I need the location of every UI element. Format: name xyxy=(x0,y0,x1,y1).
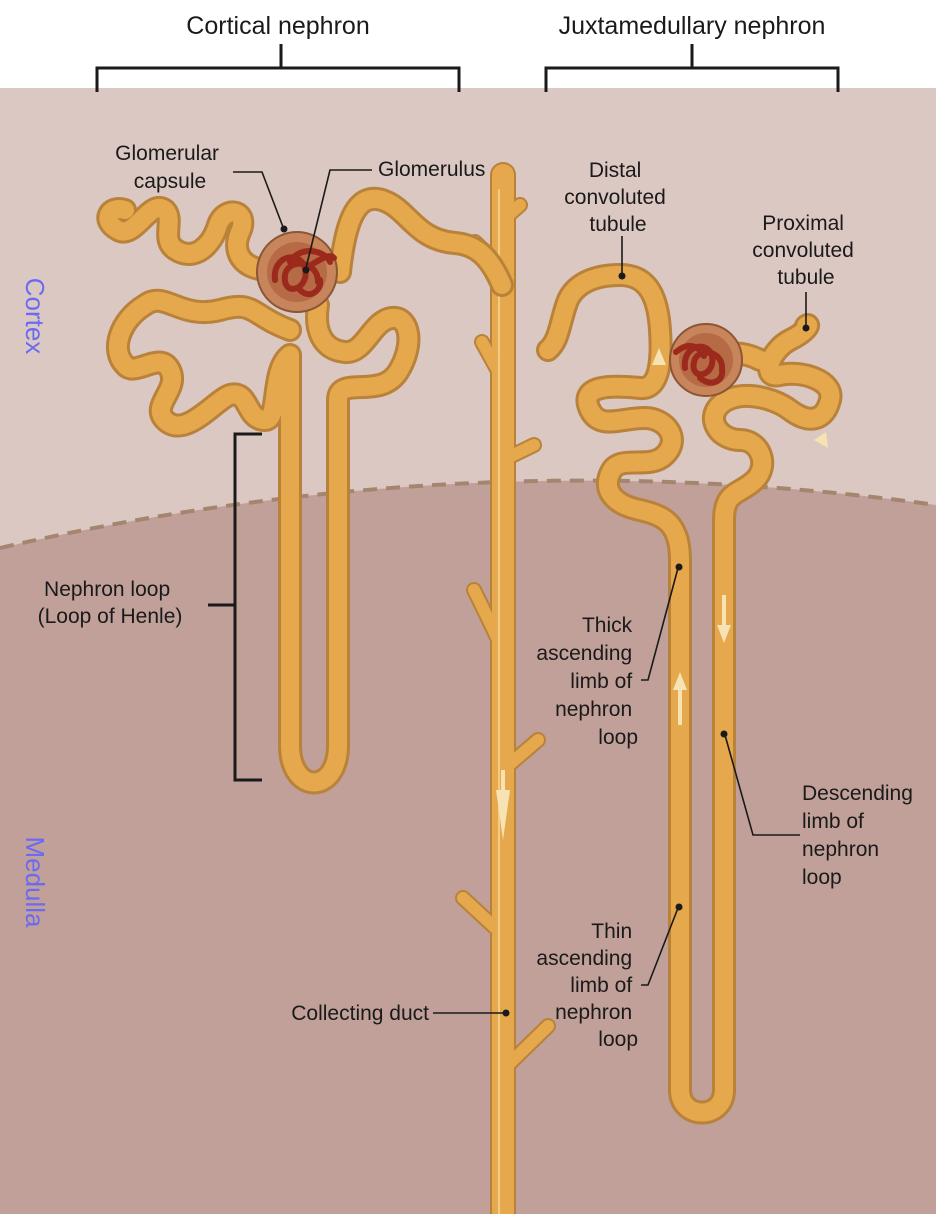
descending-flow-arrow xyxy=(717,595,731,643)
cortical-glomerulus xyxy=(256,231,338,313)
juxtamedullary-bracket xyxy=(544,44,840,92)
thin-ascending-limb-label: Thin ascending limb of nephron loop xyxy=(536,920,638,1051)
ascending-flow-arrow xyxy=(673,672,687,725)
glomerular-capsule-label: Glomerular capsule xyxy=(115,142,225,193)
nephron-loop-bracket xyxy=(208,432,262,782)
leader-lines xyxy=(233,169,810,1017)
cortical-nephron-tubule xyxy=(96,186,514,795)
cortical-nephron-header: Cortical nephron xyxy=(186,12,369,40)
cortex-medulla-boundary xyxy=(0,478,936,550)
juxtamedullary-glomerulus xyxy=(669,323,743,397)
distal-flow-arrow xyxy=(652,348,666,365)
cortical-bracket xyxy=(95,44,461,92)
juxtamedullary-nephron-header: Juxtamedullary nephron xyxy=(559,12,826,40)
collecting-duct-flow-arrow xyxy=(496,770,510,840)
collecting-duct-label: Collecting duct xyxy=(291,1002,429,1025)
medulla-label: Medulla xyxy=(20,836,50,928)
distal-convoluted-tubule-label: Distal convoluted tubule xyxy=(564,159,671,236)
thick-ascending-limb-label: Thick ascending limb of nephron loop xyxy=(536,614,638,749)
proximal-flow-arrow xyxy=(814,432,828,448)
cortex-label: Cortex xyxy=(20,278,50,355)
nephron-loop-label: Nephron loop (Loop of Henle) xyxy=(38,578,183,628)
proximal-convoluted-tubule-label: Proximal convoluted tubule xyxy=(752,212,859,289)
glomerulus-label: Glomerulus xyxy=(378,158,485,181)
descending-limb-label: Descending limb of nephron loop xyxy=(802,782,919,889)
